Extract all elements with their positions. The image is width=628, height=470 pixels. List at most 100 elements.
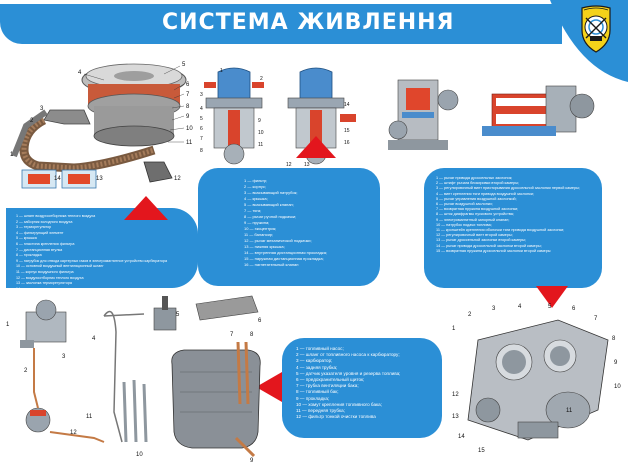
legend-item: 13 — заслонка терморегулятора bbox=[16, 281, 72, 286]
legend-item: 8 — топливный бак; bbox=[296, 389, 339, 395]
arrow-marker-fuel-pump bbox=[296, 136, 336, 158]
callout-sys-4: 4 bbox=[92, 336, 96, 342]
callout-air-6: 6 bbox=[186, 82, 190, 88]
title-banner: СИСТЕМА ЖИВЛЕННЯ bbox=[0, 4, 562, 44]
legend-item: 12 — фильтр тонкой очистки топлива bbox=[296, 414, 376, 420]
legend-item: 7 — тяга; bbox=[244, 208, 262, 213]
legend-item: 2 — шланг от топливного насоса к карбюра… bbox=[296, 352, 400, 358]
callout-carb-12: 12 bbox=[452, 392, 459, 398]
legend-item: 2 — корпус; bbox=[244, 184, 266, 189]
callout-pump-10: 10 bbox=[258, 130, 264, 136]
legend-item: 10 — хомут крепления топливного бака; bbox=[296, 401, 382, 407]
legend-item: 5 — датчик указателя уровня и резерва то… bbox=[296, 370, 401, 376]
legend-item: 8 — шток диафрагмы пускового устройства; bbox=[436, 212, 514, 217]
callout-pump-5: 5 bbox=[200, 116, 203, 122]
callout-carb-8: 8 bbox=[612, 336, 616, 342]
arrow-marker-fuel-system bbox=[256, 372, 282, 402]
callout-air-13: 13 bbox=[96, 176, 103, 182]
callout-sys-12: 12 bbox=[70, 430, 77, 436]
legend-item: 14 — рычаг привода дроссельной заслонки … bbox=[436, 243, 542, 248]
callout-pump-1: 1 bbox=[220, 68, 223, 74]
legend-item: 3 — регулировочный винт приоткрывания др… bbox=[436, 186, 580, 191]
callout-pump-11: 11 bbox=[258, 142, 263, 148]
callout-pump-14: 14 bbox=[344, 102, 350, 108]
callout-pump-3: 3 bbox=[200, 92, 203, 98]
legend-fuel-pump: 1 — фильтр;2 — корпус;3 — всасывающий па… bbox=[198, 168, 380, 286]
legend-item: 7 — дистанционная втулка bbox=[16, 247, 63, 252]
legend-item: 4 — винт крепления тяги привода воздушно… bbox=[436, 191, 534, 196]
callout-carb-4: 4 bbox=[518, 304, 522, 310]
callout-sys-6: 6 bbox=[258, 318, 262, 324]
fuel-system-diagram: 1 2 3 4 5 6 7 8 9 10 11 12 bbox=[6, 295, 262, 464]
legend-item: 11 — передняя трубка; bbox=[296, 408, 345, 414]
legend-item: 10 — основной воздушный вентиляционный ш… bbox=[16, 264, 104, 269]
callout-air-8: 8 bbox=[186, 104, 190, 110]
callout-sys-2: 2 bbox=[24, 368, 28, 374]
callout-air-1: 1 bbox=[10, 152, 14, 158]
callout-sys-1: 1 bbox=[6, 322, 10, 328]
callout-carb-7: 7 bbox=[594, 316, 598, 322]
legend-item: 7 — возвратная пружина воздушной заслонк… bbox=[436, 207, 519, 212]
legend-item: 5 — всасывающий клапан; bbox=[244, 202, 294, 207]
callout-pump-13: 13 bbox=[304, 162, 310, 168]
legend-item: 1 — рычаг привода дроссельных заслонок; bbox=[436, 176, 513, 180]
legend-fuel-system-list: 1 — топливный насос;2 — шланг от топливн… bbox=[296, 346, 438, 420]
callout-air-9: 9 bbox=[186, 114, 190, 120]
fuel-pump-diagram: 1 2 3 4 5 6 7 8 9 10 11 12 13 14 15 16 bbox=[200, 67, 356, 168]
legend-item: 8 — прокладка bbox=[16, 253, 42, 258]
callout-air-14: 14 bbox=[54, 176, 61, 182]
arrow-marker-carburetor bbox=[536, 286, 568, 308]
carburetor-diagram: 1 2 3 4 5 6 7 8 9 10 11 12 13 14 15 bbox=[452, 304, 621, 454]
legend-item: 6 — предохранительный щиток; bbox=[296, 377, 365, 383]
callout-carb-10: 10 bbox=[614, 384, 621, 390]
callout-carb-2: 2 bbox=[468, 312, 472, 318]
legend-item: 11 — корпус воздушного фильтра bbox=[16, 269, 74, 274]
shield-icon bbox=[581, 5, 611, 53]
callout-air-11: 11 bbox=[186, 140, 193, 146]
callout-pump-4: 4 bbox=[200, 106, 203, 112]
callout-carb-6: 6 bbox=[572, 306, 576, 312]
callout-carb-14: 14 bbox=[458, 434, 465, 440]
legend-air-filter: 1 — шланг воздухоотборника теплого возду… bbox=[6, 208, 198, 291]
legend-item: 4 — фильтрующий элемент bbox=[16, 230, 64, 235]
callout-sys-9: 9 bbox=[250, 458, 254, 464]
callout-carb-11: 11 bbox=[566, 408, 573, 414]
page-title: СИСТЕМА ЖИВЛЕННЯ bbox=[162, 10, 455, 35]
legend-item: 6 — рычаг воздушной заслонки; bbox=[436, 202, 493, 207]
callout-carb-1: 1 bbox=[452, 326, 456, 332]
legend-item: 1 — шланг воздухоотборника теплого возду… bbox=[16, 214, 96, 218]
callout-sys-8: 8 bbox=[250, 332, 254, 338]
callout-carb-13: 13 bbox=[452, 414, 459, 420]
callout-air-4: 4 bbox=[78, 70, 82, 76]
legend-item: 2 — штифт рычага блокировки второй камер… bbox=[436, 181, 520, 186]
callout-pump-6: 6 bbox=[200, 126, 203, 132]
legend-item: 12 — воздухоотборник теплого воздуха bbox=[16, 275, 84, 280]
callout-sys-11: 11 bbox=[86, 414, 93, 420]
legend-item: 9 — патрубок для отвода картерных газов … bbox=[16, 258, 168, 263]
legend-item: 10 — эксцентрик; bbox=[244, 226, 277, 231]
legend-item: 15 — наружная дистанционная прокладка; bbox=[244, 256, 324, 261]
callout-sys-7: 7 bbox=[230, 332, 234, 338]
carburetor-section-diagram bbox=[388, 79, 459, 150]
legend-item: 9 — прокладка; bbox=[296, 395, 330, 401]
legend-air-filter-list: 1 — шланг воздухоотборника теплого возду… bbox=[16, 214, 194, 292]
legend-item: 2 — заборник холодного воздуха bbox=[16, 219, 73, 224]
air-filter-diagram: 4 5 6 7 8 9 10 11 2 3 1 12 14 13 bbox=[10, 62, 193, 189]
callout-air-5: 5 bbox=[182, 62, 186, 68]
callout-carb-3: 3 bbox=[492, 306, 496, 312]
legend-item: 11 — кронштейн крепления оболочки тяги п… bbox=[436, 228, 565, 233]
legend-item: 5 — рычаг управления воздушной заслонкой… bbox=[436, 196, 517, 201]
callout-pump-16: 16 bbox=[344, 140, 350, 146]
legend-item: 11 — балансир; bbox=[244, 232, 274, 237]
legend-item: 12 — регулировочный винт второй камеры; bbox=[436, 233, 513, 238]
legend-item: 7 — трубка вентиляции бака; bbox=[296, 383, 359, 389]
callout-pump-15: 15 bbox=[344, 128, 350, 134]
callout-air-12: 12 bbox=[174, 176, 181, 182]
callout-sys-5: 5 bbox=[176, 312, 180, 318]
legend-item: 6 — пластина крепления фильтра bbox=[16, 241, 75, 246]
legend-item: 16 — нагнетательный клапан bbox=[244, 262, 299, 267]
callout-pump-7: 7 bbox=[200, 136, 203, 142]
legend-item: 4 — задняя трубка; bbox=[296, 364, 338, 370]
legend-item: 5 — крышка bbox=[16, 236, 37, 241]
